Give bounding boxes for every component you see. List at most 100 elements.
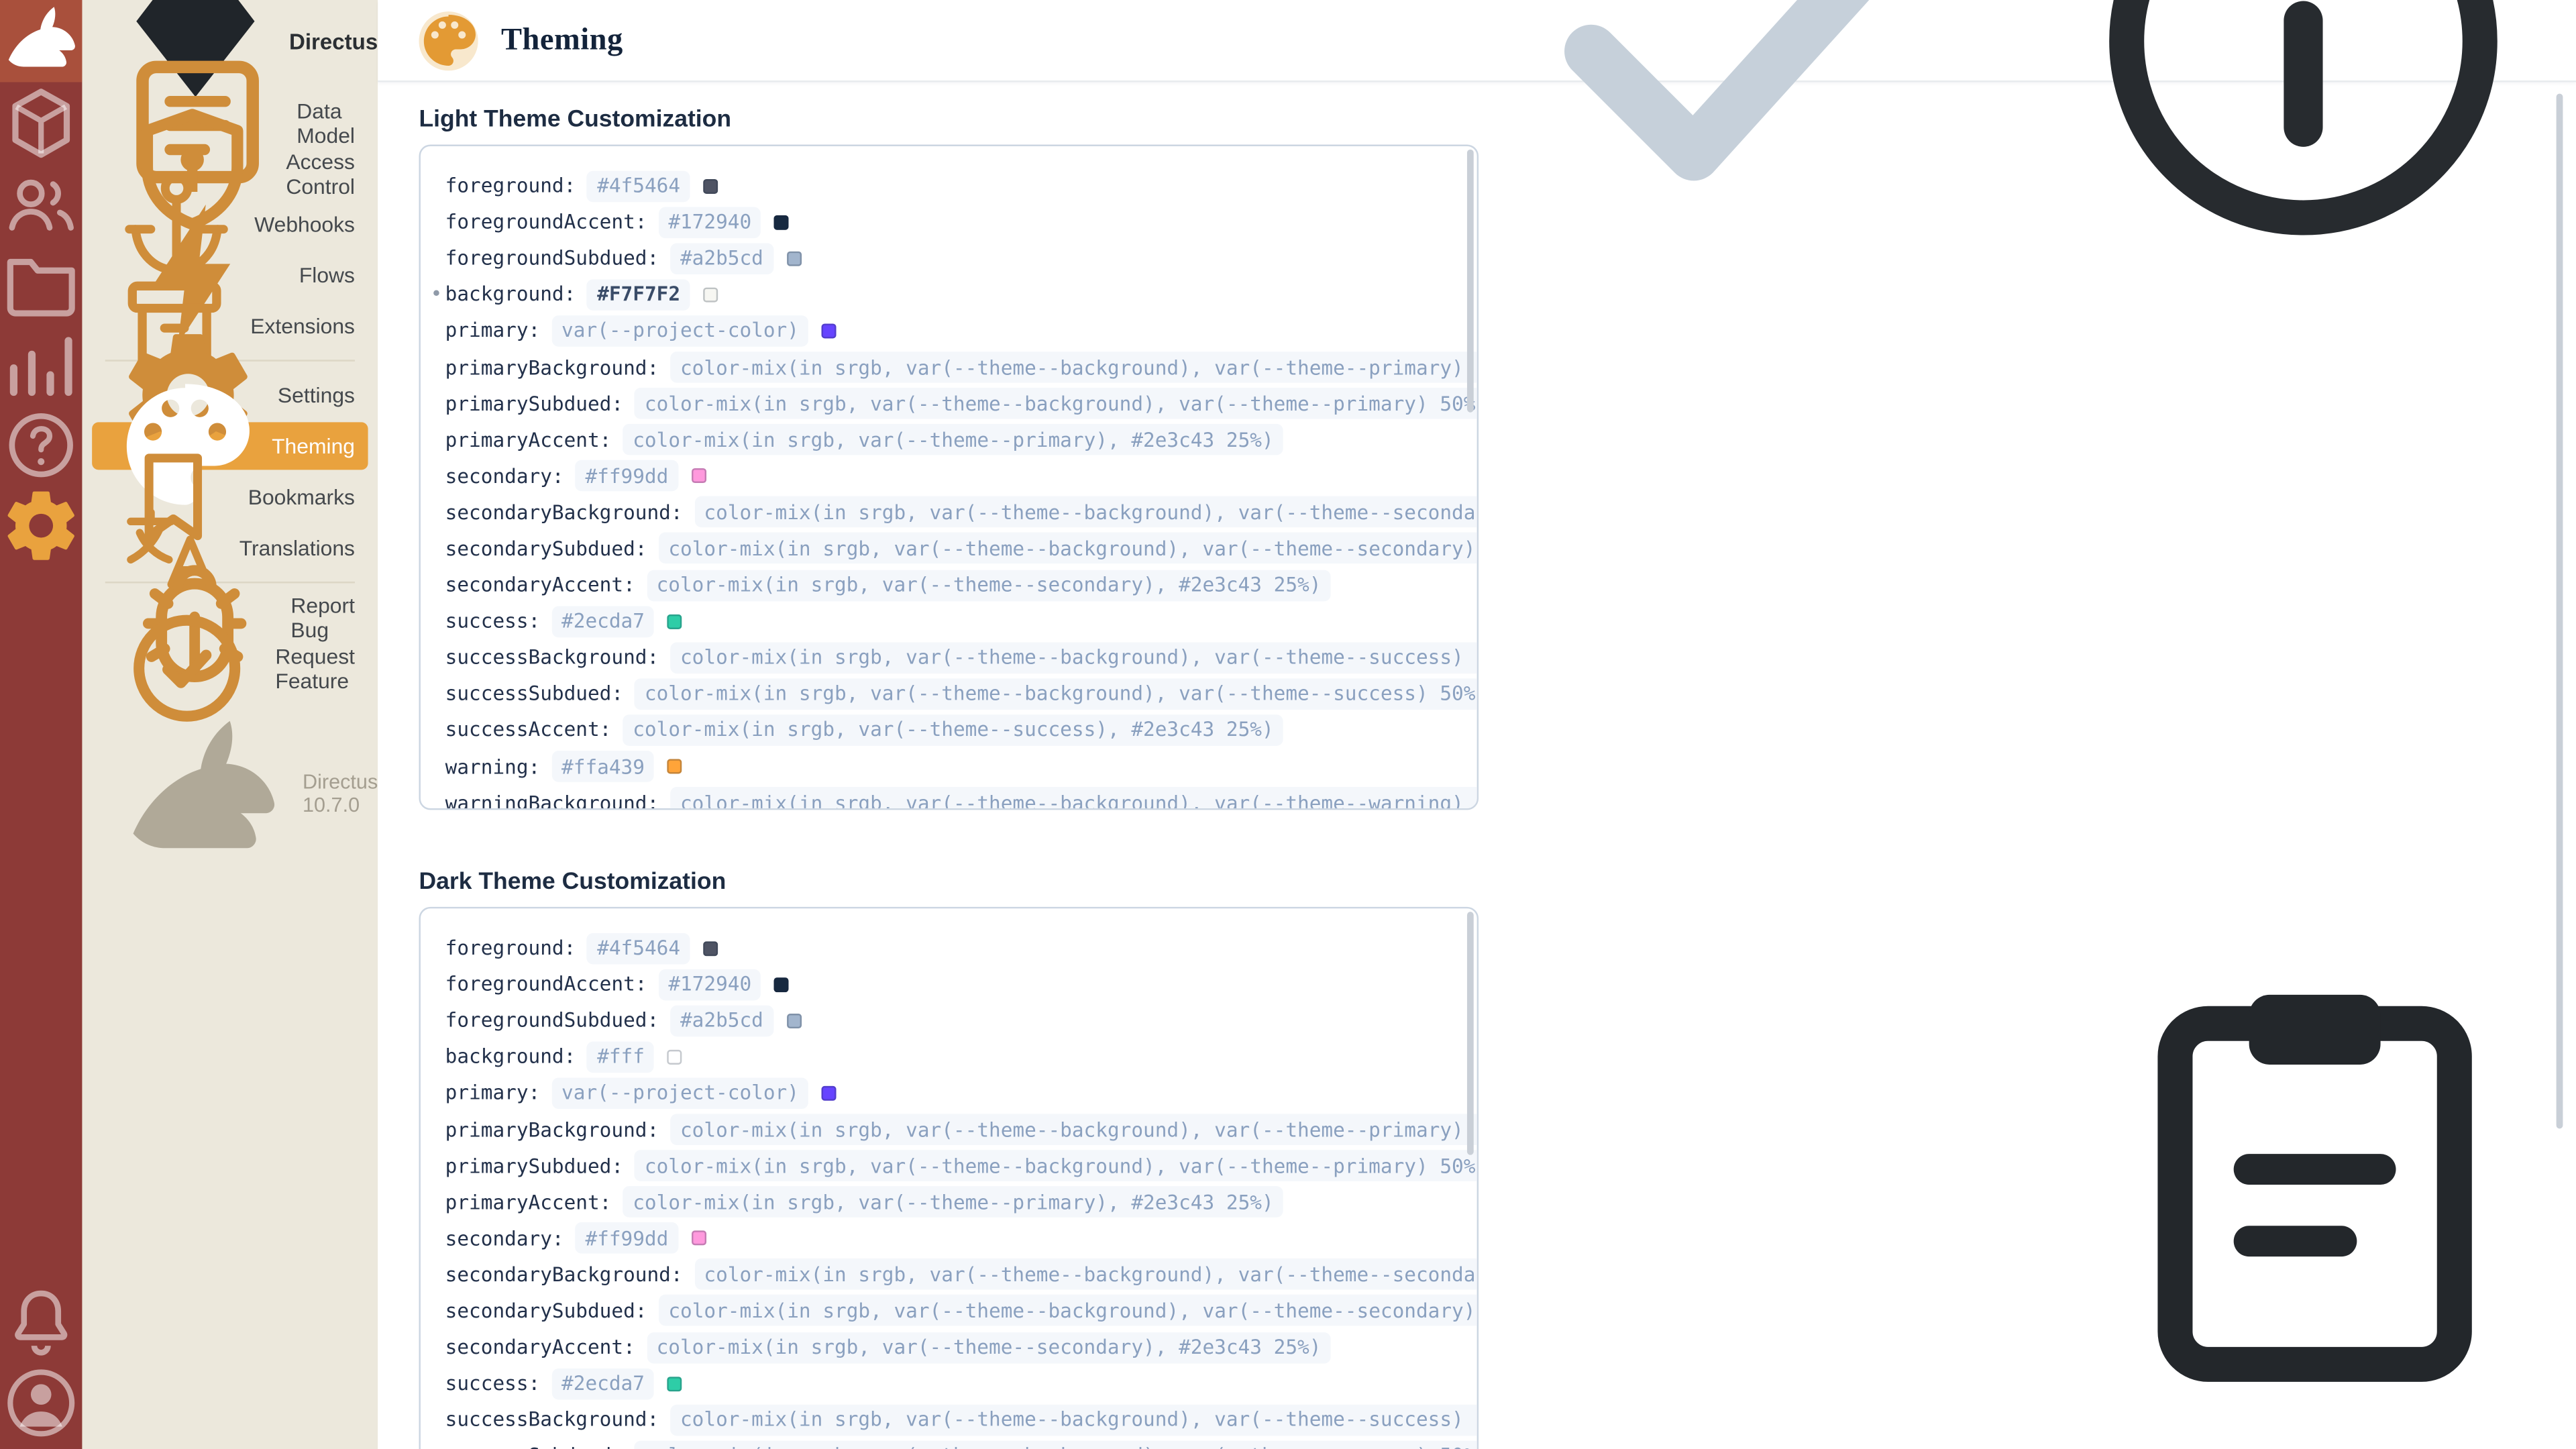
rule-value: color-mix(in srgb, var(--theme--backgrou…	[670, 352, 1477, 383]
theme-rule-secondary[interactable]: secondary:#ff99dd	[421, 1220, 1477, 1256]
editor-scrollbar[interactable]	[1466, 912, 1474, 1155]
color-swatch	[822, 323, 837, 339]
sidebar-item-settings[interactable]: Settings	[92, 334, 368, 456]
sidebar-item-flows[interactable]: Flows	[92, 205, 368, 345]
module-user-directory[interactable]	[0, 162, 82, 243]
theme-rule-foregroundSubdued[interactable]: foregroundSubdued:#a2b5cd	[421, 1002, 1477, 1038]
access-control-icon	[115, 96, 269, 250]
theme-rule-primaryAccent[interactable]: primaryAccent:color-mix(in srgb, var(--t…	[421, 1184, 1477, 1220]
flows-icon	[115, 191, 282, 359]
project-switcher[interactable]: Directus	[82, 0, 378, 97]
theme-rule-successSubdued[interactable]: successSubdued:color-mix(in srgb, var(--…	[421, 676, 1477, 712]
color-swatch	[691, 468, 706, 484]
paste-button[interactable]	[2068, 933, 2561, 1431]
rule-value: #a2b5cd	[670, 242, 773, 274]
rule-key: secondarySubdued:	[445, 537, 647, 561]
user-avatar-icon	[0, 1361, 82, 1443]
rule-key: secondary:	[445, 1226, 564, 1250]
theme-rule-secondaryBackground[interactable]: secondaryBackground:color-mix(in srgb, v…	[421, 1256, 1477, 1293]
nav-divider	[105, 581, 355, 584]
info-button[interactable]	[2057, 0, 2550, 286]
theme-rule-success[interactable]: success:#2ecda7	[421, 603, 1477, 639]
theme-rule-background[interactable]: background:#fff	[421, 1038, 1477, 1075]
theme-rule-successAccent[interactable]: successAccent:color-mix(in srgb, var(--t…	[421, 712, 1477, 748]
rule-value: #fff	[587, 1041, 655, 1073]
sidebar-item-label: Data Model	[297, 97, 356, 148]
section-title-dark-theme: Dark Theme Customization	[419, 869, 727, 896]
sidebar-item-label: Theming	[272, 433, 355, 459]
rule-value: #4f5464	[587, 170, 690, 202]
main-scrollbar[interactable]	[2556, 93, 2563, 1129]
save-button[interactable]	[1489, 0, 1982, 286]
theme-rule-foreground[interactable]: foreground: #4f5464	[421, 168, 1477, 204]
theme-rule-foreground[interactable]: foreground:#4f5464	[421, 930, 1477, 966]
theme-rule-successSubdued[interactable]: successSubdued:color-mix(in srgb, var(--…	[421, 1438, 1477, 1449]
rule-value: color-mix(in srgb, var(--theme--primary)…	[623, 424, 1284, 455]
module-file-library[interactable]	[0, 243, 82, 323]
module-bar	[0, 0, 83, 1449]
theme-rule-primaryAccent[interactable]: primaryAccent:color-mix(in srgb, var(--t…	[421, 422, 1477, 458]
color-swatch	[667, 759, 683, 774]
rule-key: background:	[445, 283, 576, 307]
sidebar-item-access-control[interactable]: Access Control	[92, 109, 368, 231]
rule-value: var(--project-color)	[551, 315, 809, 347]
theme-rule-primaryBackground[interactable]: primaryBackground:color-mix(in srgb, var…	[421, 349, 1477, 385]
theme-rule-primarySubdued[interactable]: primarySubdued:color-mix(in srgb, var(--…	[421, 385, 1477, 421]
user-avatar-button[interactable]	[0, 1362, 82, 1442]
rule-value: color-mix(in srgb, var(--theme--backgrou…	[658, 533, 1477, 565]
theme-rule-foregroundSubdued[interactable]: foregroundSubdued:#a2b5cd	[421, 240, 1477, 276]
rule-key: foreground:	[445, 174, 576, 197]
color-swatch	[774, 214, 790, 229]
theme-rule-successBackground[interactable]: successBackground:color-mix(in srgb, var…	[421, 639, 1477, 676]
theme-rule-secondaryAccent[interactable]: secondaryAccent:color-mix(in srgb, var(-…	[421, 567, 1477, 603]
theme-rule-secondarySubdued[interactable]: secondarySubdued: color-mix(in srgb, var(…	[421, 531, 1477, 567]
directus-logo[interactable]	[0, 0, 83, 83]
rule-key: secondaryAccent:	[445, 1336, 635, 1359]
module-insights[interactable]	[0, 323, 82, 404]
color-swatch	[667, 614, 683, 629]
palette-icon	[419, 11, 478, 70]
color-swatch	[786, 251, 802, 266]
rule-value: color-mix(in srgb, var(--theme--success)…	[623, 714, 1284, 746]
notifications-button[interactable]	[0, 1281, 82, 1362]
theme-rule-primarySubdued[interactable]: primarySubdued:color-mix(in srgb, var(--…	[421, 1148, 1477, 1184]
module-settings[interactable]	[0, 484, 82, 565]
user-directory-icon	[0, 162, 82, 244]
theme-rule-secondaryBackground[interactable]: secondaryBackground:color-mix(in srgb, v…	[421, 494, 1477, 531]
rule-key: secondaryAccent:	[445, 573, 635, 597]
rule-key: primary:	[445, 319, 541, 343]
rule-value: #F7F7F2	[587, 278, 690, 311]
rule-key: foregroundAccent:	[445, 210, 647, 234]
editor-scrollbar[interactable]	[1466, 149, 1474, 413]
rule-key: secondary:	[445, 464, 564, 488]
rule-value: color-mix(in srgb, var(--theme--backgrou…	[694, 1258, 1477, 1291]
theme-rule-foregroundAccent[interactable]: foregroundAccent:#172940	[421, 204, 1477, 240]
sidebar-item-request-feature[interactable]: Request Feature	[92, 614, 368, 722]
rule-key: secondaryBackground:	[445, 500, 683, 524]
module-documentation[interactable]	[0, 404, 82, 484]
theme-rule-successBackground[interactable]: successBackground:color-mix(in srgb, var…	[421, 1402, 1477, 1438]
module-content[interactable]	[0, 82, 82, 162]
sidebar-item-report-bug[interactable]: Report Bug	[92, 565, 368, 683]
check-icon	[1489, 0, 1982, 286]
theme-rule-primary[interactable]: primary: var(--project-color)	[421, 313, 1477, 349]
theme-rule-secondarySubdued[interactable]: secondarySubdued:color-mix(in srgb, var(…	[421, 1293, 1477, 1329]
rule-value: #ff99dd	[575, 460, 679, 492]
sidebar-item-theming[interactable]: Theming	[92, 383, 368, 505]
theme-rule-foregroundAccent[interactable]: foregroundAccent:#172940	[421, 966, 1477, 1002]
theme-rule-warning[interactable]: warning:#ffa439	[421, 749, 1477, 785]
sidebar-item-label: Settings	[277, 382, 355, 408]
theme-rule-secondary[interactable]: secondary: #ff99dd	[421, 458, 1477, 494]
documentation-icon	[0, 403, 82, 485]
theme-rule-primary[interactable]: primary:var(--project-color)	[421, 1075, 1477, 1112]
theme-rule-success[interactable]: success:#2ecda7	[421, 1365, 1477, 1401]
theme-rule-warningBackground[interactable]: warningBackground:color-mix(in srgb, var…	[421, 785, 1477, 808]
theme-rule-background[interactable]: •background:#F7F7F2	[421, 276, 1477, 313]
clipboard-paste-icon	[2068, 933, 2561, 1426]
theme-rule-primaryBackground[interactable]: primaryBackground:color-mix(in srgb, var…	[421, 1112, 1477, 1148]
theme-rule-secondaryAccent[interactable]: secondaryAccent:color-mix(in srgb, var(-…	[421, 1329, 1477, 1365]
